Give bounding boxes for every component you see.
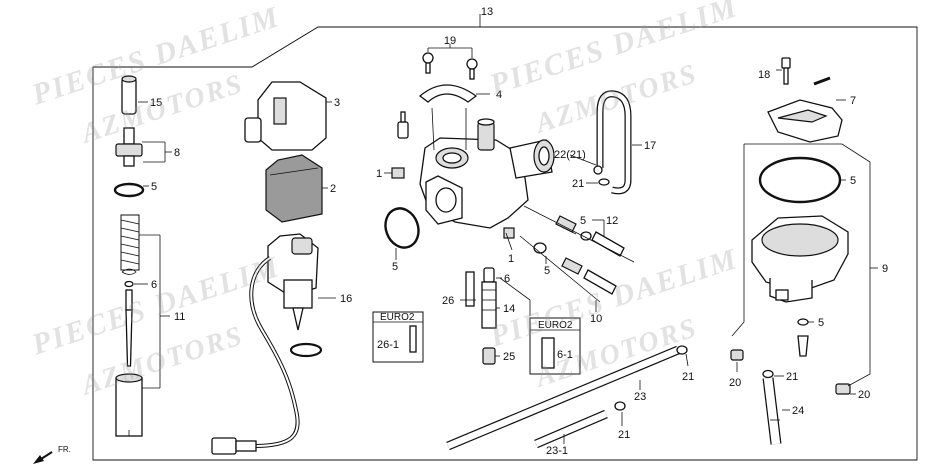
callout-21-hose: 21 [572,178,584,190]
part-4-bracket [418,84,490,103]
callout-12: 12 [606,215,618,227]
part-6-clip [121,268,137,288]
callout-25: 25 [503,351,515,363]
euro2-label-right: EURO2 [538,320,573,331]
callout-5-bowl: 5 [818,317,824,329]
callout-3: 3 [334,97,340,109]
part-18-screw [776,57,791,85]
part-23-tube [446,345,688,451]
leader-lines-tubes [563,353,689,444]
callout-7: 7 [850,95,856,107]
part-19-screws [422,44,478,80]
callout-13: 13 [481,6,493,18]
part-5-oring-body [384,207,420,249]
callout-9: 9 [882,263,888,275]
part-11-slide [115,373,143,437]
parts-12-10-screws [519,205,635,303]
callout-18: 18 [758,69,770,81]
callout-16: 16 [340,293,352,305]
callout-23: 23 [634,391,646,403]
leader-lines-mid-left [318,101,336,299]
part-17-22-21-hose [593,90,632,195]
callout-11: 11 [174,311,185,323]
callout-14: 14 [503,303,515,315]
leader-lines-left [134,101,172,389]
part-23-1-tube [534,401,626,449]
callout-21-drain: 21 [786,371,798,383]
callout-17: 17 [644,140,656,152]
callout-5-left: 5 [151,181,157,193]
carburetor-body [391,107,555,239]
callout-15: 15 [150,97,162,109]
callout-5-right: 5 [850,175,856,187]
part-15-cap [121,75,137,115]
callout-26: 26 [442,295,454,307]
callout-2: 2 [330,183,336,195]
fr-label: FR. [58,445,71,454]
part-5-oring-right [758,156,842,204]
bowl-screws [730,318,851,395]
part-16-starter [267,233,323,358]
callout-20-right: 20 [858,389,870,401]
euro2-box-right [529,317,581,375]
callout-5-screw: 5 [580,215,586,227]
callout-5-body: 5 [392,261,398,273]
right-bracket-lines [731,143,878,411]
spring-left [120,214,140,271]
callouts: 13 19 4 15 3 8 5 2 1 17 22(21) 21 18 7 5… [58,6,888,457]
part-9-float-bowl [751,215,849,303]
fr-arrow-icon [33,451,53,464]
part-2-cover [265,154,323,223]
starter-wire [211,256,300,455]
callout-8: 8 [174,147,180,159]
part-7-float [767,76,846,143]
callout-21-small: 21 [618,429,630,441]
callout-22-21: 22(21) [554,149,586,161]
part-5-oring-left [113,182,145,198]
callout-21-tube: 21 [682,371,694,383]
part-8-screw [115,127,143,167]
callout-20-left: 20 [729,377,741,389]
part-3-cover [244,81,327,151]
parts-6-14-26-25-jets [465,267,497,365]
callout-19: 19 [444,35,456,47]
leader-lines-body [384,144,642,357]
jet-needle [125,289,133,367]
callout-24: 24 [792,405,804,417]
callout-4: 4 [496,89,502,101]
callout-26-1: 26-1 [377,339,399,351]
euro2-label-left: EURO2 [380,312,415,323]
euro2-box-left [372,311,424,363]
assembly-frame [92,14,918,461]
callout-23-1: 23-1 [546,445,568,457]
callout-1-left: 1 [376,168,382,180]
callout-6-left: 6 [151,279,157,291]
callout-6-jet: 6 [504,273,510,285]
callout-6-1: 6-1 [557,349,573,361]
callout-1-body: 1 [508,253,514,265]
callout-5-jet: 5 [544,265,550,277]
part-24-drain-hose [762,369,782,445]
callout-10: 10 [590,313,602,325]
